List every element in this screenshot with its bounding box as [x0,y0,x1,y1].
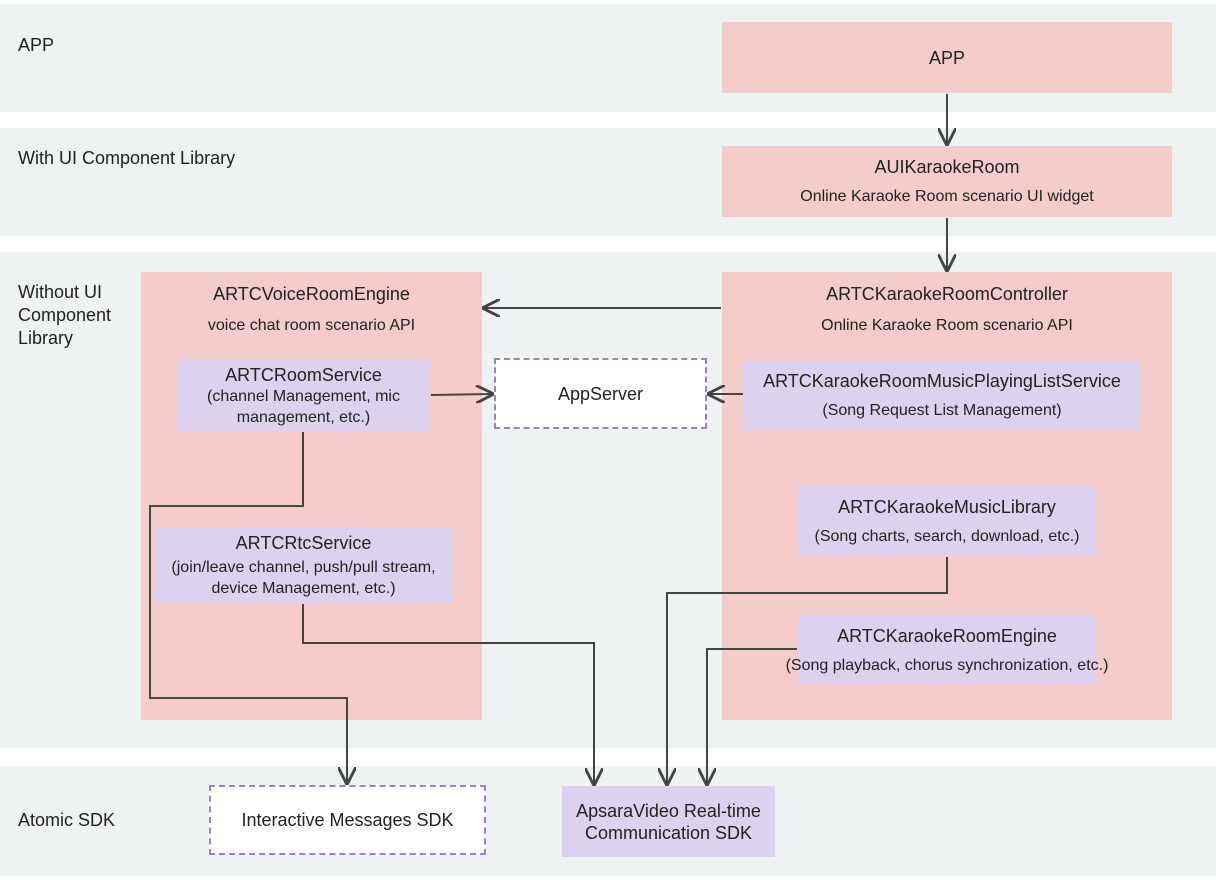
layer-label-atomic: Atomic SDK [18,810,116,830]
app-server-box: AppServer [494,358,707,429]
layer-label-app: APP [18,35,55,55]
arrow-music-library-to-rtc-sdk [667,557,948,784]
voice-room-engine-title: ARTCVoiceRoomEngine [213,284,410,304]
aui-karaoke-room-box: AUIKaraokeRoom Online Karaoke Room scena… [722,146,1172,217]
playing-list-service-box: ARTCKaraokeRoomMusicPlayingListService (… [744,361,1140,430]
aui-karaoke-room-title: AUIKaraokeRoom [874,157,1020,177]
layer-label-without-ui: Without UI Component Library [18,282,112,348]
app-box-title: APP [928,47,966,68]
voice-room-engine-box: ARTCVoiceRoomEngine voice chat room scen… [141,272,482,720]
app-server-title: AppServer [557,383,644,404]
playing-list-service-desc: (Song Request List Management) [822,402,1062,419]
music-library-box: ARTCKaraokeMusicLibrary (Song charts, se… [798,486,1096,556]
apsara-rtc-sdk-title: ApsaraVideo Real-time Communication SDK [576,800,761,843]
karaoke-room-controller-title: ARTCKaraokeRoomController [826,284,1068,304]
voice-room-engine-desc: voice chat room scenario API [207,317,416,334]
karaoke-room-engine-title: ARTCKaraokeRoomEngine [837,625,1057,646]
apsara-rtc-sdk-box: ApsaraVideo Real-time Communication SDK [562,786,775,857]
rtc-service-title: ARTCRtcService [235,532,372,553]
playing-list-service-title: ARTCKaraokeRoomMusicPlayingListService [763,371,1121,391]
room-service-title: ARTCRoomService [225,364,382,385]
rtc-service-box: ARTCRtcService (join/leave channel, push… [155,527,452,603]
interactive-messages-sdk-title: Interactive Messages SDK [241,810,454,830]
interactive-messages-sdk-box: Interactive Messages SDK [209,785,486,855]
music-library-title: ARTCKaraokeMusicLibrary [838,496,1056,517]
karaoke-room-engine-box: ARTCKaraokeRoomEngine (Song playback, ch… [786,615,1108,685]
room-service-box: ARTCRoomService (channel Management, mic… [177,360,430,431]
music-library-desc: (Song charts, search, download, etc.) [814,527,1080,545]
karaoke-room-engine-desc: (Song playback, chorus synchronization, … [785,656,1109,674]
arrow-rtc-service-to-rtc-sdk [302,604,594,784]
rtc-service-desc: (join/leave channel, push/pull stream, d… [171,558,436,597]
aui-karaoke-room-desc: Online Karaoke Room scenario UI widget [800,188,1094,205]
arrow-room-service-to-messages-sdk [149,432,347,783]
app-box: APP [722,22,1172,93]
arrow-room-service-to-appserver [430,394,492,395]
arrow-karaoke-engine-to-rtc-sdk [707,648,797,784]
karaoke-room-controller-desc: Online Karaoke Room scenario API [821,317,1073,334]
room-service-desc: (channel Management, mic management, etc… [207,387,400,426]
layer-label-with-ui: With UI Component Library [18,148,236,168]
